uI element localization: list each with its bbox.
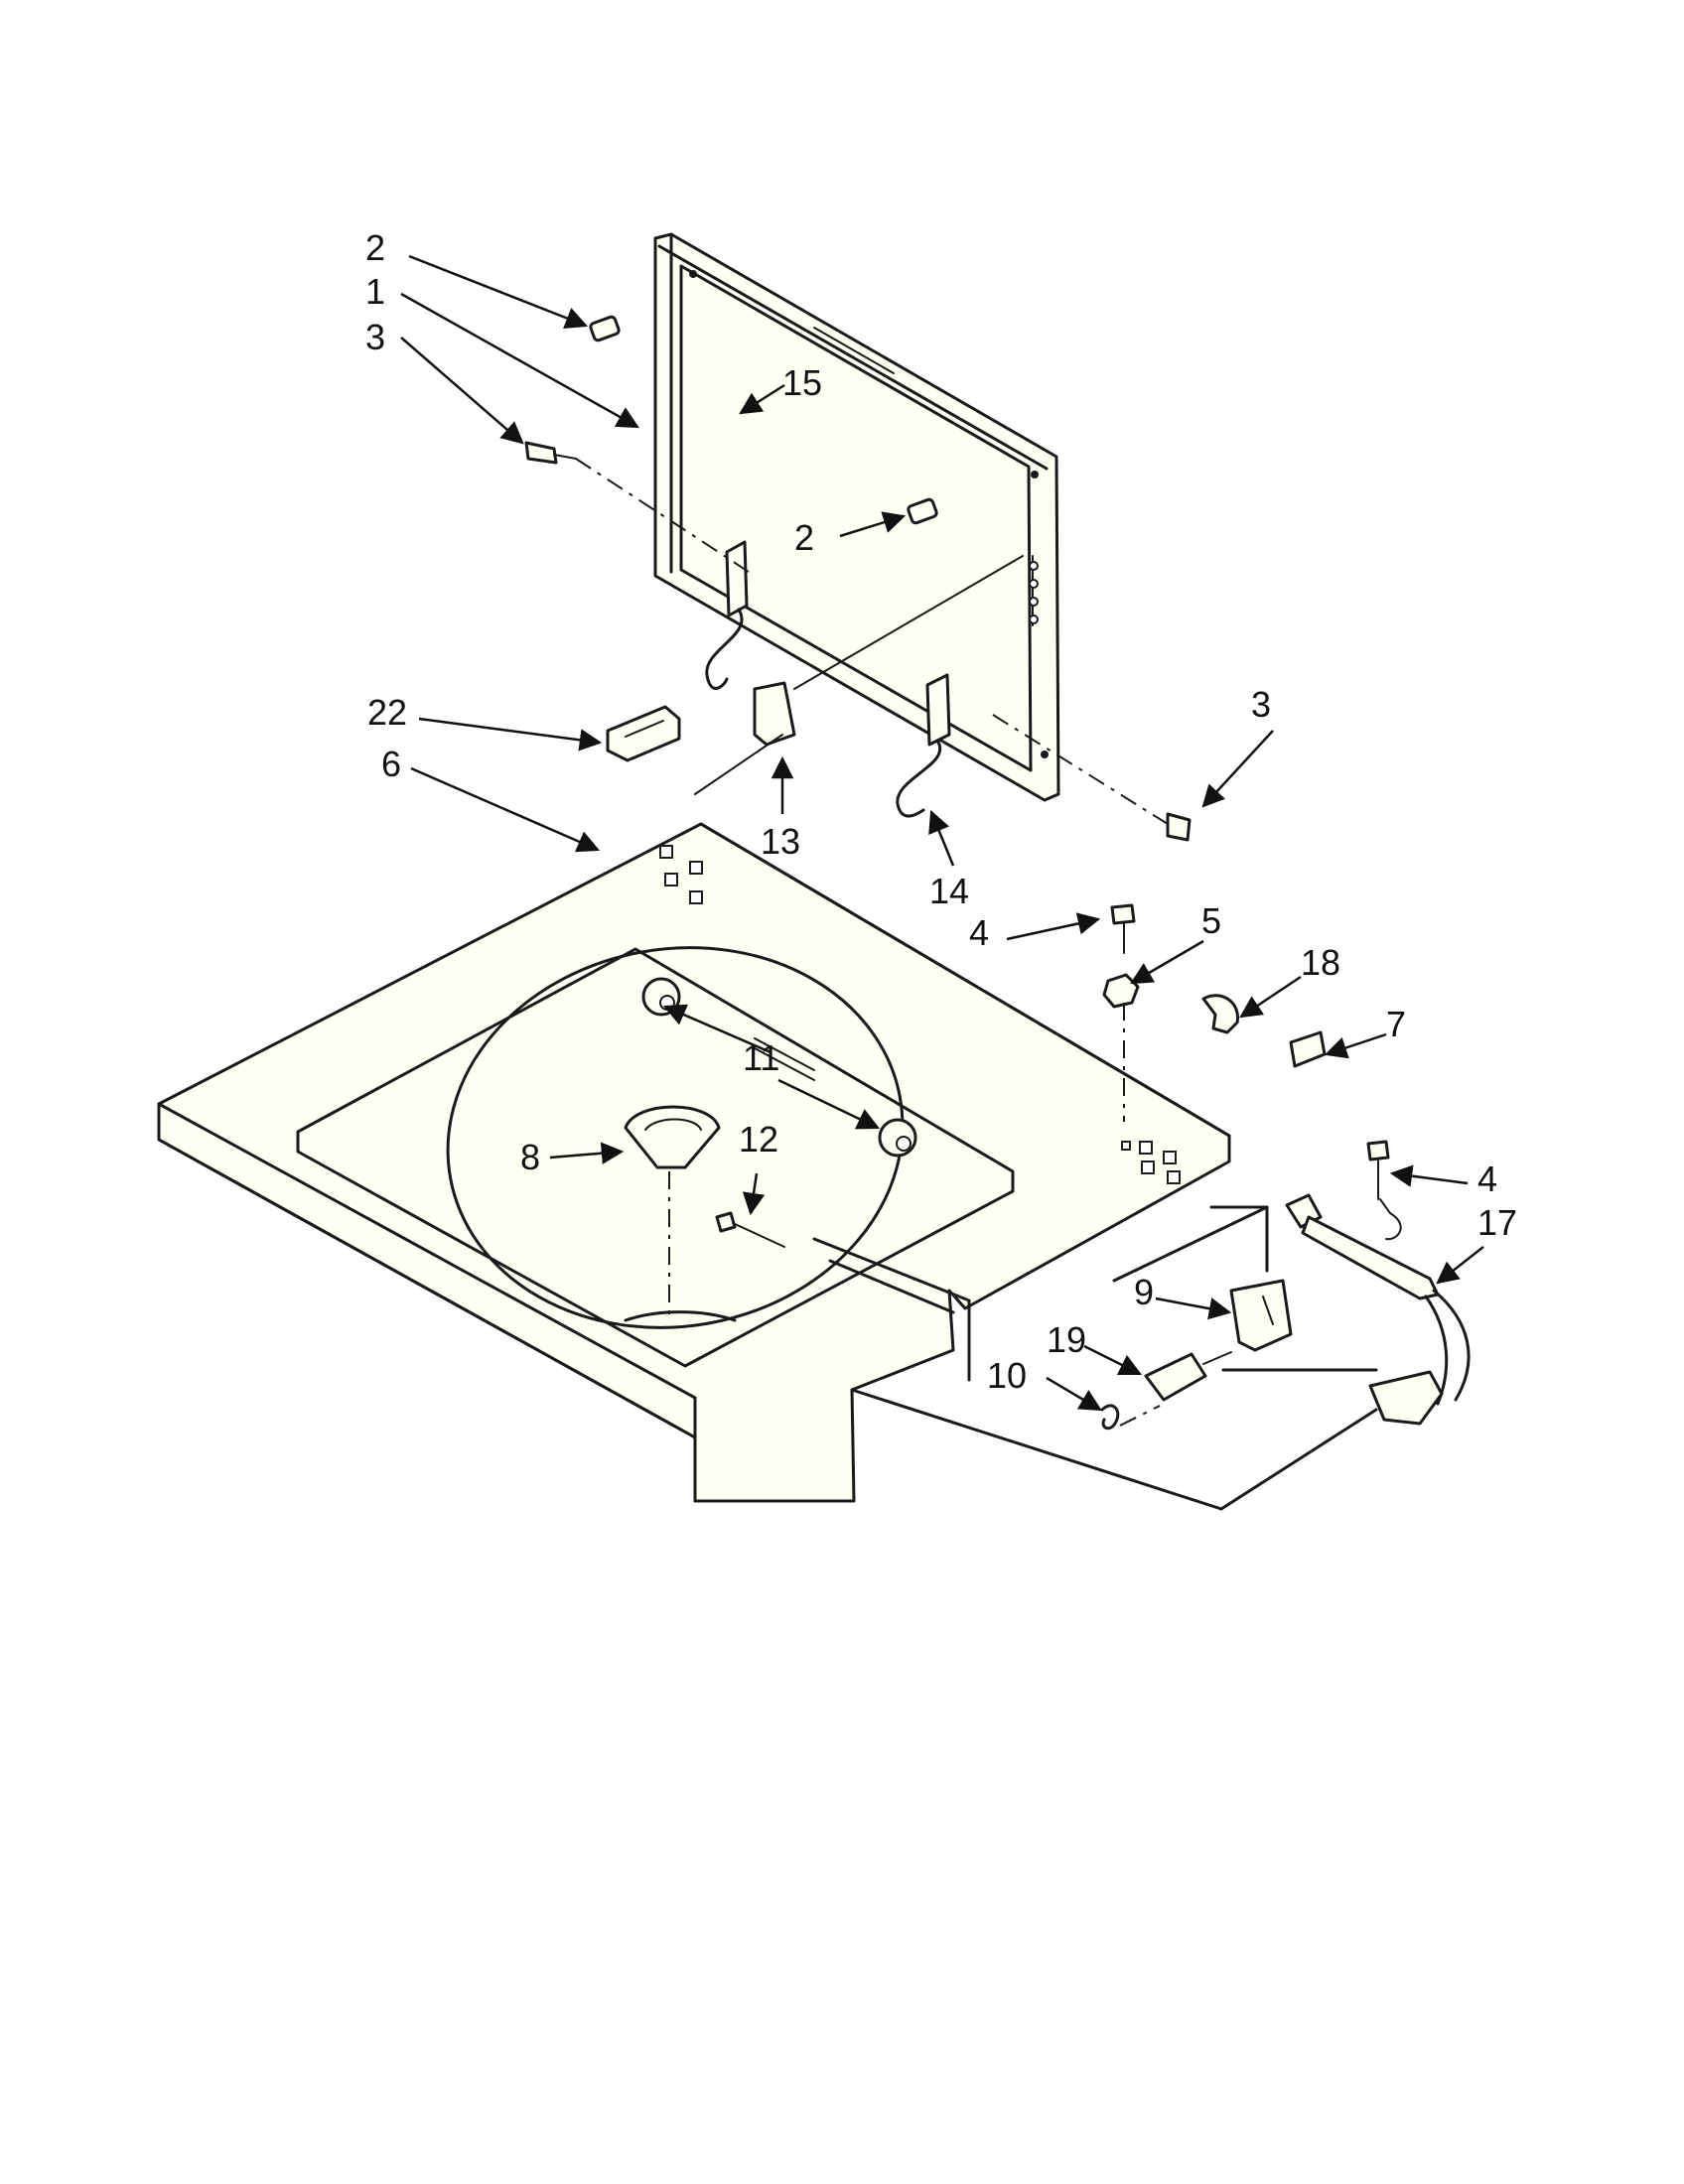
actuator-part-19 (1144, 1351, 1232, 1402)
callout-8: 8 (520, 1137, 540, 1177)
screw-part-4b (1366, 1140, 1390, 1200)
callout-19: 19 (1047, 1319, 1086, 1360)
callout-6: 6 (381, 744, 401, 784)
hinge-part-14 (896, 673, 951, 818)
callout-12: 12 (739, 1119, 778, 1160)
callout-7: 7 (1386, 1004, 1406, 1044)
screw-part-3a (524, 441, 577, 465)
bracket-part-13 (753, 681, 796, 747)
lid-frame-part (653, 232, 1060, 802)
callout-4a: 4 (969, 912, 989, 953)
callout-10: 10 (987, 1355, 1027, 1396)
callout-22: 22 (367, 692, 407, 733)
nut-part-5 (1102, 973, 1140, 1009)
leader-lines (400, 254, 1484, 1412)
callout-2a: 2 (365, 227, 385, 268)
callout-9: 9 (1134, 1272, 1154, 1312)
callout-17: 17 (1477, 1202, 1517, 1243)
callout-14: 14 (929, 871, 969, 911)
screw-part-12 (715, 1211, 785, 1248)
bumper-part-8 (624, 1105, 721, 1320)
wire-harness-part-17 (1285, 1193, 1471, 1426)
assembly-lines (575, 458, 1378, 1511)
bracket-part-22 (606, 705, 681, 762)
screw-part-3b (1166, 812, 1192, 842)
hinge-part-15 (705, 540, 749, 690)
screw-part-4a (1110, 903, 1136, 954)
switch-part-9 (1229, 1279, 1293, 1352)
callout-11: 11 (743, 1037, 779, 1078)
callout-2b: 2 (794, 517, 814, 558)
callout-5: 5 (1201, 900, 1221, 941)
callout-3a: 3 (365, 317, 385, 357)
plug-part-2a (589, 315, 621, 342)
callout-15: 15 (782, 362, 822, 403)
clip-part-10 (1100, 1404, 1120, 1431)
callout-1: 1 (365, 271, 385, 312)
bumper-part-11b (878, 1118, 917, 1158)
plug-part-2b (907, 497, 938, 525)
clip-part-18 (1201, 994, 1239, 1034)
callout-4b: 4 (1477, 1159, 1497, 1199)
callout-13: 13 (761, 821, 800, 862)
callout-3b: 3 (1251, 684, 1271, 725)
callout-18: 18 (1301, 942, 1340, 983)
callout-labels: 2 1 3 15 2 22 6 13 14 3 4 5 18 7 11 12 8… (365, 227, 1517, 1396)
clip-part-7 (1289, 1030, 1327, 1068)
